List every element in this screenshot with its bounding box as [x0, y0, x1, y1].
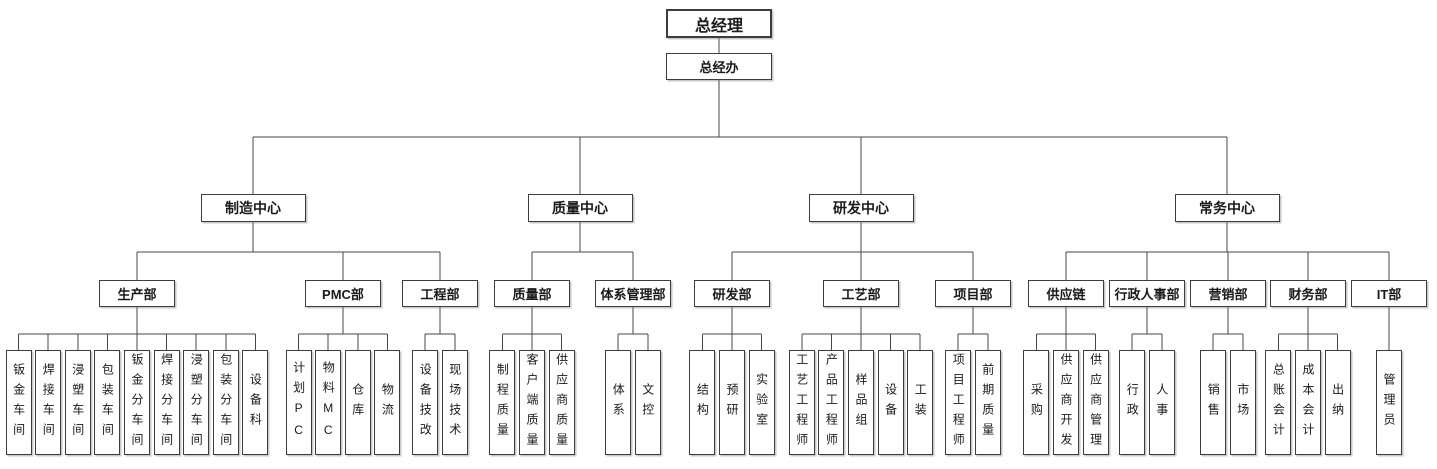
team-node: 包装分车间	[212, 350, 239, 455]
team-node: 文控	[634, 350, 661, 455]
team-node: 工艺工程师	[788, 350, 815, 455]
center-node: 质量中心	[527, 194, 633, 222]
team-node: 成本会计	[1295, 350, 1321, 455]
team-node: 采购	[1023, 350, 1050, 455]
team-node: 行政	[1119, 350, 1146, 455]
department-node: 生产部	[99, 280, 175, 307]
department-node: 工程部	[402, 280, 478, 307]
department-node: 供应链	[1028, 280, 1104, 307]
team-node: 管理员	[1376, 350, 1402, 455]
team-node: 仓库	[344, 350, 371, 455]
department-node: 项目部	[935, 280, 1011, 307]
team-node: 物流	[374, 350, 401, 455]
department-node: 营销部	[1190, 280, 1266, 307]
team-node: 焊接分车间	[153, 350, 180, 455]
team-node: 市场	[1229, 350, 1256, 455]
team-node: 项目工程师	[945, 350, 972, 455]
department-node: 体系管理部	[595, 280, 671, 307]
team-node: 样品组	[848, 350, 874, 455]
department-node: PMC部	[305, 280, 381, 307]
general-manager-node: 总经理	[666, 9, 772, 38]
team-node: 设备科	[242, 350, 269, 455]
department-node: 财务部	[1270, 280, 1346, 307]
team-node: 人事	[1148, 350, 1175, 455]
team-node: 浸塑车间	[64, 350, 91, 455]
team-node: 设备技改	[412, 350, 439, 455]
team-node: 体系	[605, 350, 632, 455]
team-node: 销售	[1200, 350, 1227, 455]
department-node: 研发部	[694, 280, 770, 307]
team-node: 供应商管理	[1082, 350, 1109, 455]
team-node: 包装车间	[94, 350, 121, 455]
team-node: 设备	[877, 350, 904, 455]
department-node: IT部	[1351, 280, 1427, 307]
general-manager-office-node: 总经办	[666, 53, 772, 80]
center-node: 研发中心	[808, 194, 914, 222]
team-node: 钣金分车间	[124, 350, 150, 455]
team-node: 预研	[719, 350, 745, 455]
team-node: 实验室	[748, 350, 775, 455]
team-node: 计划PC	[285, 350, 312, 455]
team-node: 工装	[907, 350, 934, 455]
team-node: 现场技术	[441, 350, 468, 455]
department-node: 工艺部	[823, 280, 899, 307]
team-node: 结构	[689, 350, 716, 455]
team-node: 钣金车间	[5, 350, 32, 455]
team-node: 浸塑分车间	[183, 350, 210, 455]
team-node: 客户端质量	[519, 350, 545, 455]
center-node: 常务中心	[1174, 194, 1280, 222]
team-node: 物料MC	[315, 350, 342, 455]
team-node: 前期质量	[974, 350, 1001, 455]
team-node: 制程质量	[489, 350, 516, 455]
team-node: 出纳	[1324, 350, 1351, 455]
department-node: 行政人事部	[1109, 280, 1185, 307]
team-node: 焊接车间	[35, 350, 62, 455]
team-node: 总账会计	[1265, 350, 1292, 455]
team-node: 供应商质量	[548, 350, 575, 455]
team-node: 供应商开发	[1053, 350, 1079, 455]
department-node: 质量部	[494, 280, 570, 307]
team-node: 产品工程师	[818, 350, 845, 455]
center-node: 制造中心	[200, 194, 306, 222]
